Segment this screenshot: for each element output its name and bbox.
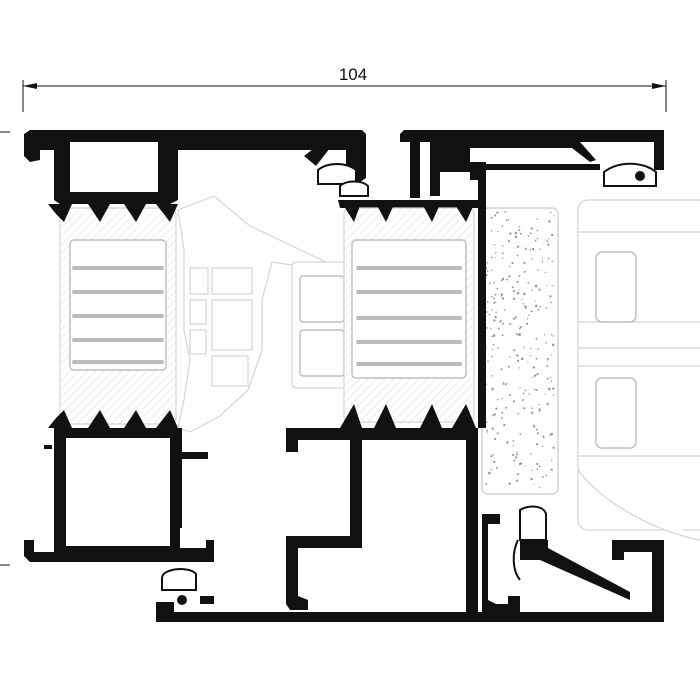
outer-frame-profile xyxy=(24,130,366,562)
right-bracket xyxy=(470,170,486,428)
spacer-top xyxy=(595,251,637,323)
foam-seal xyxy=(481,207,559,495)
edge-ticks xyxy=(0,131,10,566)
dimension-label: 104 xyxy=(339,65,367,84)
dimension-arrow-left xyxy=(23,83,37,89)
central-gasket xyxy=(177,195,327,433)
middle-sash-profile xyxy=(156,200,664,622)
glazing-unit xyxy=(481,199,700,541)
glazing-bead-bottom xyxy=(482,505,664,616)
left-thermal-break xyxy=(48,204,178,428)
glazing-bead-top xyxy=(304,130,664,198)
spacer-bottom xyxy=(595,377,637,449)
foam-texture xyxy=(484,211,555,489)
dimension-arrow-right xyxy=(652,83,666,89)
overall-dimension: 104 xyxy=(22,65,667,112)
